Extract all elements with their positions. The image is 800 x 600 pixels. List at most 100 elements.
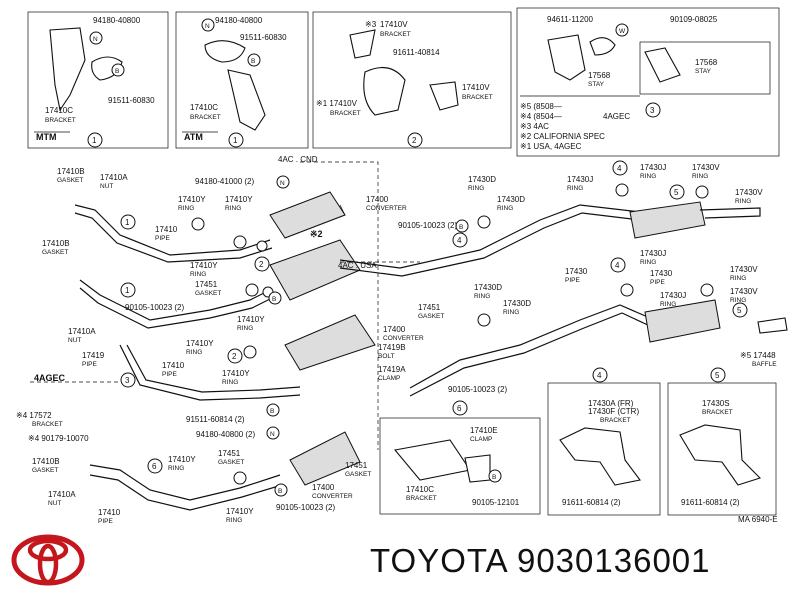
callout-26: 17430D [503, 299, 531, 308]
inset-note-5: ※1 USA, 4AGEC [520, 142, 582, 151]
inset-note-right: 4AGEC [603, 112, 630, 121]
inset-v-part-3: ※1 17410V [316, 99, 358, 108]
svg-text:RING: RING [168, 465, 184, 472]
callout-50: 17451 [345, 461, 368, 470]
callout-28: 17430J [640, 163, 666, 172]
callout-33: 17430 [565, 267, 588, 276]
svg-text:2: 2 [259, 260, 264, 269]
callout-48: 17400 [312, 483, 335, 492]
brand-part-number: TOYOTA 9030136001 [370, 542, 711, 579]
svg-text:RING: RING [225, 205, 241, 212]
callout-47: 17410Y [226, 507, 254, 516]
svg-text:GASKET: GASKET [195, 290, 221, 297]
callout-44: 17410 [98, 508, 121, 517]
svg-text:PIPE: PIPE [98, 518, 113, 525]
svg-text:B: B [115, 68, 119, 75]
svg-text:GASKET: GASKET [57, 177, 83, 184]
inset-bracket-s-ref: 5 [715, 371, 720, 380]
svg-text:5: 5 [674, 188, 679, 197]
svg-text:RING: RING [226, 517, 242, 524]
callout-22: 17430D [468, 175, 496, 184]
svg-text:RING: RING [178, 205, 194, 212]
main-labels: 4AC . CND 4AC . USA ※2 4AGEC 17410B GASK… [16, 155, 777, 525]
inset-mtm-part-1: 94180-40800 [93, 16, 141, 25]
svg-text:RING: RING [660, 301, 676, 308]
inset-bracket-s-part-2: BRACKET [702, 409, 733, 416]
callout-12: 17410Y [237, 315, 265, 324]
callout-27: 17430J [567, 175, 593, 184]
inset-v-part-3-name: BRACKET [330, 110, 361, 117]
inset-atm-part-2: 91511-60830 [240, 33, 287, 42]
callout-31: 17430J [640, 249, 666, 258]
inset-stay-part-3: 17568 [588, 71, 611, 80]
inset-stay-part-3-name: STAY [588, 81, 605, 88]
inset-clamp-part-1-name: CLAMP [470, 436, 492, 443]
inset-v-part-4-name: BRACKET [462, 94, 493, 101]
inset-note-3: ※3 4AC [520, 122, 549, 131]
svg-text:RING: RING [237, 325, 253, 332]
callout-8: 17410Y [190, 261, 218, 270]
svg-text:GASKET: GASKET [42, 249, 68, 256]
callout-23: 17430D [497, 195, 525, 204]
inset-v-mark3: ※3 [365, 20, 377, 29]
inset-bracket-a: 4 17430A (FR) 17430F (CTR) BRACKET 91611… [547, 367, 661, 516]
inset-atm-part-4: BRACKET [190, 114, 221, 121]
svg-text:4: 4 [615, 261, 620, 270]
svg-text:B: B [278, 488, 282, 495]
svg-text:B: B [251, 58, 255, 65]
inset-mtm-part-3: 17410C [45, 106, 73, 115]
inset-note-1: ※5 (8508— [520, 102, 562, 111]
svg-text:CONVERTER: CONVERTER [383, 335, 424, 342]
inset-atm-part-3: 17410C [190, 103, 218, 112]
inset-stay-part-1: 94611-11200 [547, 15, 594, 24]
svg-text:6: 6 [152, 462, 157, 471]
svg-text:6: 6 [457, 404, 462, 413]
svg-text:NUT: NUT [48, 500, 61, 507]
inset-clamp-part-1: 17410E [470, 426, 498, 435]
svg-text:RING: RING [503, 309, 519, 316]
svg-text:RING: RING [735, 198, 751, 205]
svg-text:CONVERTER: CONVERTER [312, 493, 353, 500]
svg-text:RING: RING [640, 259, 656, 266]
main-assembly: 1 1 2 2 3 6 4 4 5 4 5 6 N B B N B B [30, 160, 788, 511]
svg-text:RING: RING [468, 185, 484, 192]
label-usa: 4AC . USA [338, 261, 377, 270]
svg-text:RING: RING [567, 185, 583, 192]
inset-bracket-a-ref: 4 [597, 371, 602, 380]
inset-atm-part-1: 94180-40800 [215, 16, 263, 25]
svg-text:RING: RING [190, 271, 206, 278]
callout-7: 17410B [42, 239, 70, 248]
callout-1: 17410A [100, 173, 128, 182]
svg-text:4: 4 [617, 164, 622, 173]
svg-text:N: N [280, 180, 285, 187]
svg-text:NUT: NUT [68, 337, 81, 344]
callout-25: 17430D [474, 283, 502, 292]
svg-text:3: 3 [125, 376, 130, 385]
svg-text:BAFFLE: BAFFLE [752, 361, 777, 368]
svg-text:PIPE: PIPE [155, 235, 170, 242]
inset-bracket-a-part-3: BRACKET [600, 417, 631, 424]
svg-text:CONVERTER: CONVERTER [366, 205, 407, 212]
callout-11: 17410A [68, 327, 96, 336]
inset-mtm-ref: 1 [92, 136, 97, 145]
callout-40: 91511-60814 (2) [186, 415, 245, 424]
svg-text:B: B [272, 296, 276, 303]
inset-mtm-part-4: BRACKET [45, 117, 76, 124]
callout-20: 90105-10023 (2) [448, 385, 507, 394]
svg-text:N: N [270, 431, 275, 438]
inset-v-part-2: 91611-40814 [393, 48, 440, 57]
inset-clamp-part-2: 17410C [406, 485, 434, 494]
callout-4: 17410Y [178, 195, 206, 204]
svg-text:RING: RING [730, 275, 746, 282]
svg-text:N: N [93, 36, 98, 43]
callout-10: 90105-10023 (2) [125, 303, 184, 312]
inset-mtm-part-2: 91511-60830 [108, 96, 155, 105]
svg-text:B: B [270, 408, 274, 415]
inset-note-2: ※4 (8504— [520, 112, 562, 121]
svg-text:GASKET: GASKET [418, 313, 444, 320]
callout-2: 94180-41000 (2) [195, 177, 254, 186]
callout-13: 17410Y [186, 339, 214, 348]
svg-text:5: 5 [737, 306, 742, 315]
callout-41: 94180-40800 (2) [196, 430, 255, 439]
inset-mtm: 94180-40800 N B 17410C BRACKET 91511-608… [27, 11, 169, 149]
